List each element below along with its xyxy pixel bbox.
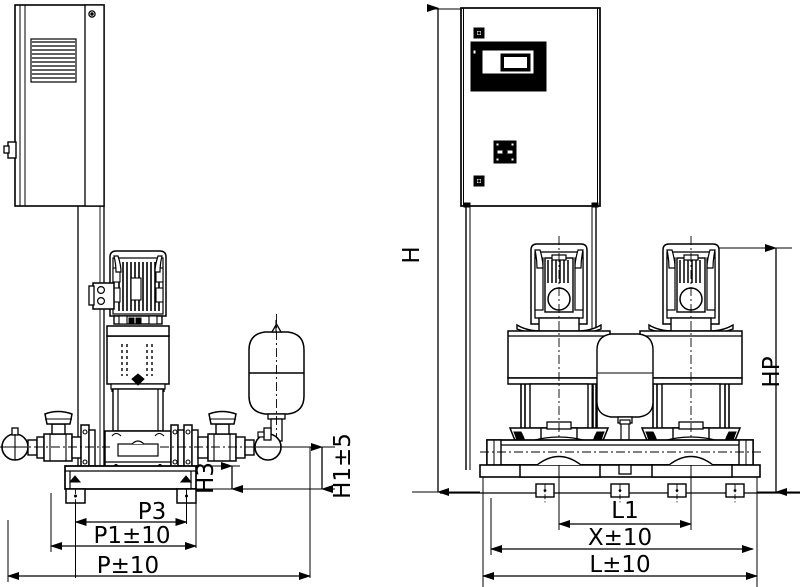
dim-label-L: L±10 <box>589 552 650 578</box>
cabinet-fan-grille <box>493 140 517 164</box>
pump-2 <box>639 236 743 470</box>
dimension-lines-side <box>7 443 335 582</box>
dimension-lines-front <box>412 4 800 580</box>
anti-vibration-foot <box>535 483 555 504</box>
dim-L1 <box>558 465 692 530</box>
isolating-valve <box>43 410 73 462</box>
cabinet-screw <box>88 10 96 18</box>
dim-label-HP: HP <box>759 356 785 387</box>
anti-vibration-foot <box>725 483 745 504</box>
dim-label-H1: H1±5 <box>330 433 356 499</box>
suction-manifold <box>0 410 110 471</box>
cabinet-screw-bottom <box>473 175 485 187</box>
pump-1 <box>507 236 611 470</box>
base-frame <box>440 439 800 587</box>
isolating-valve <box>207 410 237 462</box>
dim-P1 <box>50 493 197 552</box>
cabinet-screw-top <box>473 27 485 39</box>
base-frame <box>64 465 197 510</box>
motor-terminal-box <box>88 282 115 310</box>
cabinet-latch <box>3 141 17 159</box>
cabinet-vent-louvres <box>30 38 77 83</box>
control-cabinet <box>460 7 601 207</box>
pump-motor <box>109 250 167 325</box>
cabinet-display <box>470 41 547 92</box>
dim-label-L1: L1 <box>611 498 638 524</box>
dim-H <box>412 4 480 496</box>
dim-label-P: P±10 <box>97 553 159 579</box>
dim-P <box>7 520 311 582</box>
pump-hydraulic <box>104 325 172 471</box>
dim-label-H3: H3 <box>193 462 219 494</box>
dim-label-P1: P1±10 <box>93 523 170 549</box>
pressure-sensor <box>1 427 29 461</box>
cabinet-support-post <box>77 206 105 470</box>
dim-X <box>490 498 754 555</box>
dim-label-X: X±10 <box>588 525 652 551</box>
dim-label-H: H <box>399 246 425 263</box>
control-cabinet <box>3 4 105 207</box>
pressure-vessel <box>596 333 654 448</box>
pressure-vessel <box>248 314 305 448</box>
anti-vibration-foot <box>667 483 687 504</box>
dim-label-P3: P3 <box>138 499 167 525</box>
dimension-labels: P3 P1±10 P±10 H3 H1±5 H HP L1 X±10 L±10 <box>93 246 785 579</box>
dim-HP <box>719 244 800 496</box>
discharge-manifold <box>160 410 312 471</box>
dim-H1 <box>200 443 335 493</box>
